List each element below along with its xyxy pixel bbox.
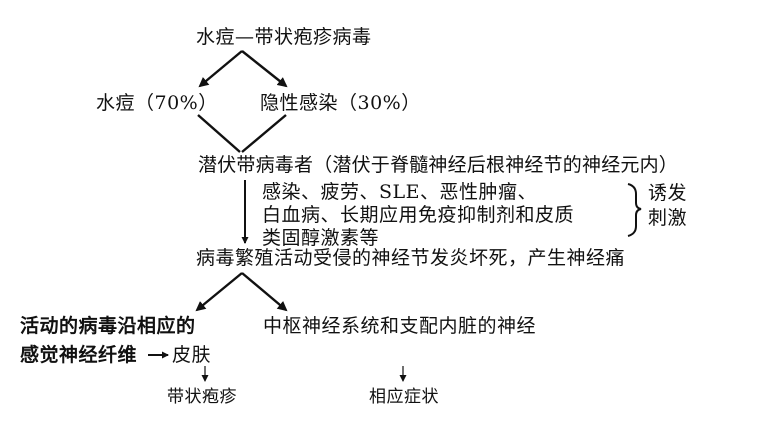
node-cns-visceral: 中枢神经系统和支配内脏的神经 xyxy=(263,315,537,337)
trigger-label-induce: 诱发 xyxy=(648,182,688,204)
arrow-top-to-latent xyxy=(241,50,288,88)
line-varicella-to-carrier xyxy=(197,114,241,153)
node-sensory-line-1: 活动的病毒沿相应的 xyxy=(20,315,196,337)
node-latent-infection: 隐性感染（30%） xyxy=(260,92,421,114)
node-vzv: 水痘—带状疱疹病毒 xyxy=(196,26,372,48)
line-latent-to-carrier xyxy=(241,114,287,153)
arrow-top-to-varicella xyxy=(198,50,243,88)
arrow-reactivation-to-cns xyxy=(241,272,288,312)
node-herpes-zoster: 带状疱疹 xyxy=(167,387,237,407)
trigger-brace xyxy=(627,183,642,237)
arrow-reactivation-to-sensory xyxy=(195,272,243,312)
node-latent-carrier: 潜伏带病毒者（潜伏于脊髓神经后根神经节的神经元内） xyxy=(198,154,679,176)
trigger-list-line-2: 白血病、长期应用免疫抑制剂和皮质 xyxy=(262,204,575,226)
node-reactivation: 病毒繁殖活动受侵的神经节发炎坏死，产生神经痛 xyxy=(196,247,626,269)
trigger-label-stimulate: 刺激 xyxy=(648,207,688,229)
trigger-list-line-3: 类固醇激素等 xyxy=(262,227,380,249)
trigger-list-line-1: 感染、疲劳、SLE、恶性肿瘤、 xyxy=(262,181,538,203)
node-sensory-line-2: 感觉神经纤维 xyxy=(20,344,138,366)
node-skin: 皮肤 xyxy=(172,344,212,366)
node-varicella: 水痘（70%） xyxy=(96,92,218,114)
node-symptoms: 相应症状 xyxy=(369,387,439,407)
